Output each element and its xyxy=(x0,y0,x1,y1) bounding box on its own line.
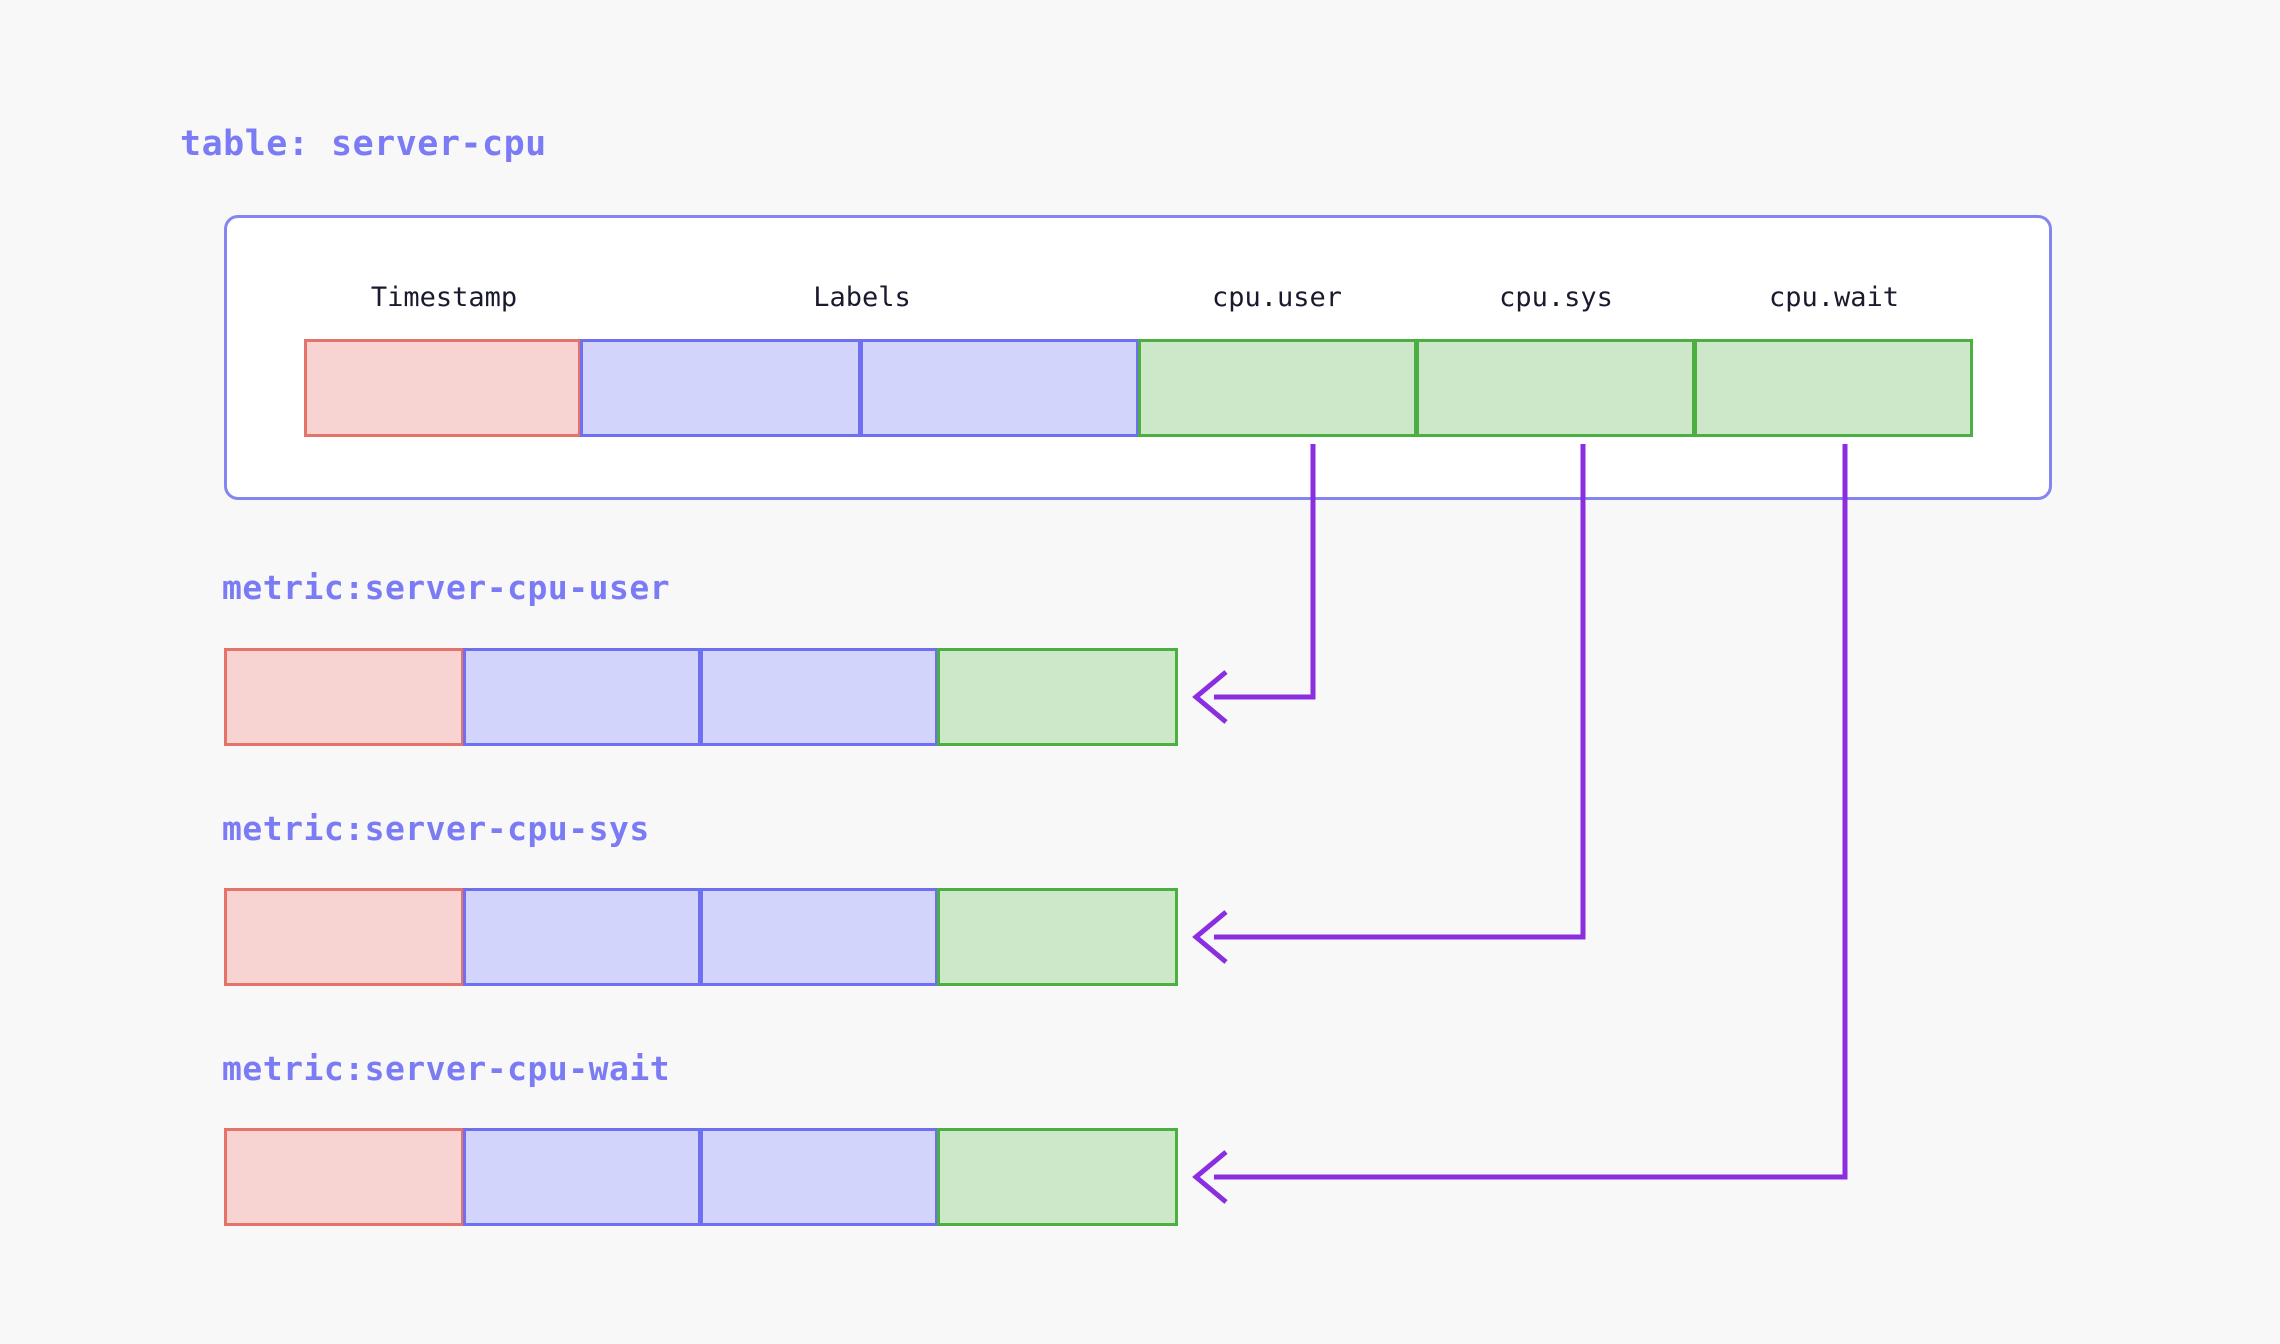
metric-1-label-cell-b xyxy=(700,888,938,986)
metric-2-timestamp-cell xyxy=(224,1128,464,1226)
metric-2-label-cell-b xyxy=(700,1128,938,1226)
metric-1-timestamp-cell xyxy=(224,888,464,986)
metric-1-label-cell-a xyxy=(463,888,701,986)
table-cpu-wait-cell xyxy=(1694,339,1973,437)
column-header-cpu-wait: cpu.wait xyxy=(1768,282,1900,313)
table-timestamp-cell xyxy=(304,339,581,437)
cpu-wait-connector xyxy=(1192,444,1848,1204)
metric-2-label-cell-a xyxy=(463,1128,701,1226)
metric-1-value-cell xyxy=(937,888,1178,986)
metric-label-server-cpu-user: metric:server-cpu-user xyxy=(222,568,671,607)
column-header-cpu-sys: cpu.sys xyxy=(1499,282,1613,313)
column-header-labels: Labels xyxy=(813,282,911,313)
metric-2-value-cell xyxy=(937,1128,1178,1226)
cpu-sys-connector xyxy=(1192,444,1586,964)
table-title: table: server-cpu xyxy=(180,124,547,164)
column-header-cpu-user: cpu.user xyxy=(1211,282,1343,313)
table-cpu-user-cell xyxy=(1138,339,1417,437)
metric-0-label-cell-b xyxy=(700,648,938,746)
table-cpu-sys-cell xyxy=(1416,339,1695,437)
table-labels-cell-b xyxy=(860,339,1139,437)
metric-0-value-cell xyxy=(937,648,1178,746)
column-header-timestamp: Timestamp xyxy=(370,282,518,313)
metric-label-server-cpu-wait: metric:server-cpu-wait xyxy=(222,1049,671,1088)
table-labels-cell-a xyxy=(580,339,861,437)
metric-0-label-cell-a xyxy=(463,648,701,746)
metric-0-timestamp-cell xyxy=(224,648,464,746)
metric-label-server-cpu-sys: metric:server-cpu-sys xyxy=(222,809,650,848)
